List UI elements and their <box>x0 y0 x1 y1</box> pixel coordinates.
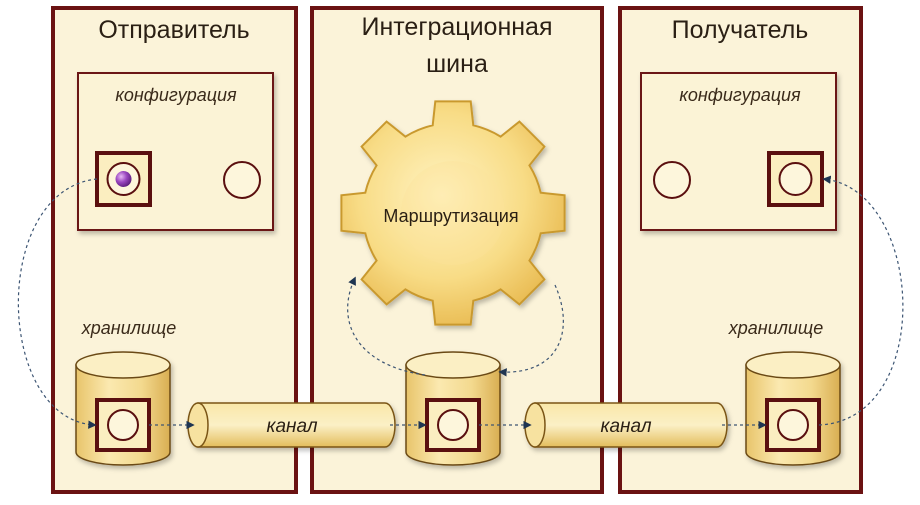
bus-storage-port <box>425 398 481 452</box>
receiver-config-label: конфигурация <box>679 85 801 105</box>
bus-title-line1: Интеграционная <box>361 13 552 41</box>
sender-in-port <box>223 161 261 199</box>
channel-pipe-2 <box>524 402 728 448</box>
message-dot-icon <box>115 171 132 187</box>
sender-storage-port <box>95 398 151 452</box>
channel-label-1: канал <box>266 416 317 437</box>
sender-storage-label: хранилище <box>81 318 176 338</box>
channel-label-2: канал <box>600 416 651 437</box>
sender-config-label: конфигурация <box>115 85 237 105</box>
flow-bus-storage-to-routing <box>347 276 426 376</box>
flow-receiver-storage-to-config <box>818 175 904 426</box>
gear-icon <box>340 100 566 326</box>
receiver-title: Получатель <box>672 16 809 44</box>
receiver-in-port <box>767 151 824 207</box>
channel-pipe-1 <box>187 402 396 448</box>
bus-title-line2: шина <box>426 50 488 78</box>
receiver-storage-port <box>765 398 821 452</box>
sender-out-port <box>95 151 152 207</box>
receiver-out-port <box>653 161 691 199</box>
sender-title: Отправитель <box>98 16 249 44</box>
routing-label: Маршрутизация <box>383 206 518 226</box>
receiver-storage-label: хранилище <box>728 318 823 338</box>
